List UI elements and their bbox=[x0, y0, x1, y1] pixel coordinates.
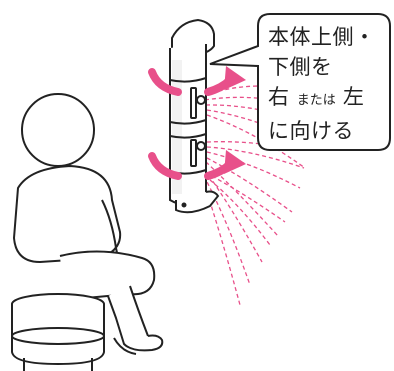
callout-or-label: または bbox=[296, 93, 336, 108]
device-shade bbox=[172, 60, 182, 194]
person-thigh bbox=[59, 250, 156, 301]
person-foot bbox=[123, 334, 164, 352]
callout-line-2: 下側を bbox=[268, 55, 333, 79]
callout-line-3: 右 または 左 bbox=[268, 82, 390, 116]
device-tower bbox=[169, 18, 220, 214]
callout-bubble bbox=[209, 13, 391, 151]
person-head bbox=[21, 93, 95, 167]
person-torso bbox=[13, 165, 122, 263]
rotate-arrow-upper-head bbox=[224, 66, 246, 90]
stool bbox=[11, 293, 105, 371]
callout-left-label: 左 bbox=[342, 85, 365, 109]
rotate-arrow-lower-head bbox=[224, 150, 246, 174]
seated-person bbox=[13, 93, 164, 355]
device-base bbox=[175, 190, 220, 214]
callout-right-label: 右 bbox=[268, 85, 290, 109]
callout-line-1: 本体上側・ bbox=[268, 25, 376, 49]
callout-line-4: に向ける bbox=[268, 119, 354, 143]
callout-text: 本体上側・ 下側を 右 または 左 に向ける bbox=[268, 22, 390, 146]
